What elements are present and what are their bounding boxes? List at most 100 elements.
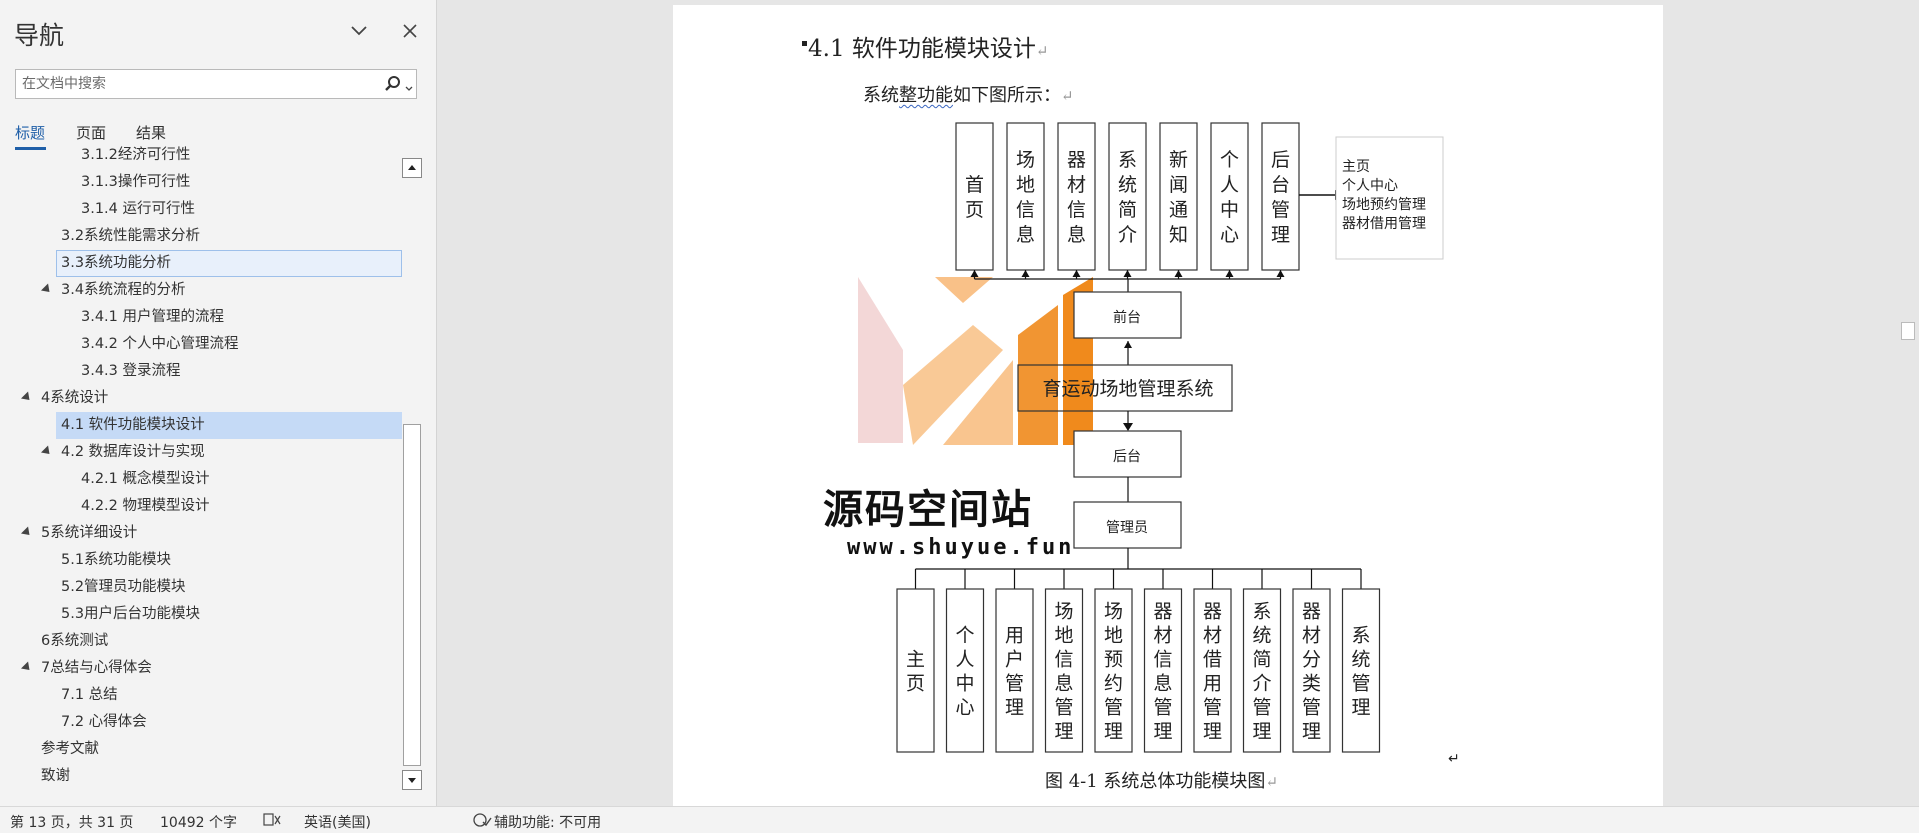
bottom-module-label: 借	[1203, 649, 1222, 671]
scroll-down-button[interactable]	[402, 770, 422, 790]
search-options-chevron-icon[interactable]	[404, 79, 414, 91]
search-icon[interactable]	[384, 75, 402, 93]
nav-tree-item[interactable]: 3.1.2经济可行性	[0, 142, 402, 169]
word-count[interactable]: 10492 个字	[160, 815, 237, 831]
nav-tree-item-label: 3.1.4 运行可行性	[81, 201, 196, 217]
close-icon[interactable]	[397, 18, 423, 44]
vertical-ruler-marker[interactable]	[1901, 322, 1915, 340]
nav-tree-item[interactable]: 4系统设计	[0, 385, 402, 412]
bottom-module-label: 信	[1153, 649, 1172, 671]
document-page[interactable]: 4.1 软件功能模块设计↵ 系统整功能如下图所示：↵ 首页场地信息器材信息系统简…	[673, 5, 1663, 806]
nav-tree-item-label: 参考文献	[41, 741, 99, 757]
nav-tree-item[interactable]: 3.1.4 运行可行性	[0, 196, 402, 223]
bottom-module-label: 统	[1351, 649, 1370, 671]
nav-tree-item[interactable]: 5.1系统功能模块	[0, 547, 402, 574]
nav-tree-item[interactable]: 7.1 总结	[0, 682, 402, 709]
nav-tree-item[interactable]: 5系统详细设计	[0, 520, 402, 547]
bottom-module-label: 系	[1252, 601, 1271, 623]
expand-toggle-icon[interactable]	[20, 661, 34, 674]
section-heading-text: 4.1 软件功能模块设计	[808, 36, 1036, 62]
nav-tree-item-label: 5.1系统功能模块	[61, 552, 172, 568]
nav-tree-item[interactable]: 4.2 数据库设计与实现	[0, 439, 402, 466]
hover-item-highlight	[56, 250, 402, 277]
watermark-logo-shape	[858, 277, 903, 443]
bottom-module-box	[995, 588, 1034, 753]
nav-tree-item[interactable]: 3.2系统性能需求分析	[0, 223, 402, 250]
nav-tree-item-label: 6系统测试	[41, 633, 109, 649]
bottom-module-box	[1143, 588, 1183, 753]
tab-results[interactable]: 结果	[136, 124, 167, 142]
bottom-module-label: 材	[1203, 625, 1222, 647]
top-module-label: 器	[1067, 149, 1086, 171]
top-module-label: 知	[1169, 224, 1188, 246]
nav-tree-item[interactable]: 3.1.3操作可行性	[0, 169, 402, 196]
search-box	[15, 69, 417, 99]
paragraph-mark: ↵	[1035, 42, 1049, 60]
nav-title: 导航	[14, 21, 65, 50]
nav-tree-item-label: 7.2 心得体会	[61, 714, 147, 730]
tab-headings[interactable]: 标题	[15, 124, 46, 142]
top-module-label: 简	[1118, 199, 1137, 221]
nav-tree-item-label: 5.2管理员功能模块	[61, 579, 186, 595]
expand-toggle-icon[interactable]	[20, 391, 34, 404]
nav-tree-item[interactable]: 5.3用户后台功能模块	[0, 601, 402, 628]
bottom-module-label: 管	[1153, 697, 1172, 719]
search-input[interactable]	[22, 73, 362, 95]
submenu-item: 个人中心	[1342, 178, 1398, 194]
watermark-text: 源码空间站	[823, 487, 1033, 533]
top-module-label: 地	[1016, 174, 1035, 196]
nav-tree-item[interactable]: 3.4.2 个人中心管理流程	[0, 331, 402, 358]
nav-tree-item[interactable]: 5.2管理员功能模块	[0, 574, 402, 601]
tree-scrollbar[interactable]	[402, 158, 422, 790]
top-module-label: 后	[1271, 149, 1290, 171]
expand-toggle-icon[interactable]	[40, 445, 54, 458]
page-count[interactable]: 第 13 页，共 31 页	[10, 815, 134, 831]
bottom-module-box	[1044, 588, 1084, 753]
top-module-label: 通	[1169, 199, 1188, 221]
nav-tree-item[interactable]: 7.2 心得体会	[0, 709, 402, 736]
bottom-module-label: 约	[1104, 673, 1123, 695]
nav-tree-item[interactable]: 4.1 软件功能模块设计	[0, 412, 402, 439]
nav-tree-item[interactable]: 3.3系统功能分析	[0, 250, 402, 277]
nav-tree-item[interactable]: 参考文献	[0, 736, 402, 763]
bottom-module-label: 管	[1005, 673, 1024, 695]
bottom-module-box	[1193, 588, 1232, 753]
bottom-module-label: 管	[1104, 697, 1123, 719]
nav-tree-item[interactable]: 致谢	[0, 763, 402, 790]
bottom-module-label: 理	[1054, 721, 1073, 743]
nav-tree-item-label: 致谢	[41, 768, 70, 784]
nav-tree-item[interactable]: 3.4系统流程的分析	[0, 277, 402, 304]
nav-tree-item-label: 4.2.2 物理模型设计	[81, 498, 210, 514]
nav-tree-item[interactable]: 3.4.1 用户管理的流程	[0, 304, 402, 331]
accessibility-status[interactable]: 辅助功能: 不可用	[494, 815, 602, 831]
nav-tree-item-label: 3.3系统功能分析	[61, 255, 172, 271]
nav-tree-item[interactable]: 6系统测试	[0, 628, 402, 655]
nav-tree-item[interactable]: 7总结与心得体会	[0, 655, 402, 682]
nav-tree-item[interactable]: 4.2.1 概念模型设计	[0, 466, 402, 493]
top-module-label: 人	[1220, 174, 1239, 196]
nav-options-chevron-icon[interactable]	[346, 18, 372, 44]
bottom-module-label: 管	[1351, 673, 1370, 695]
top-module-label: 新	[1169, 149, 1188, 171]
expand-toggle-icon[interactable]	[40, 283, 54, 296]
top-module-box	[1261, 122, 1300, 271]
bottom-module-label: 系	[1351, 625, 1370, 647]
accessibility-icon[interactable]	[472, 812, 492, 832]
top-module-label: 理	[1271, 224, 1290, 246]
system-label: 育运动场地管理系统	[1042, 378, 1213, 400]
tab-pages[interactable]: 页面	[76, 124, 107, 142]
language-indicator[interactable]: 英语(美国)	[304, 815, 371, 831]
nav-tree-item[interactable]: 4.2.2 物理模型设计	[0, 493, 402, 520]
scroll-up-button[interactable]	[402, 158, 422, 178]
nav-tree-item[interactable]: 3.4.3 登录流程	[0, 358, 402, 385]
bottom-module-label: 理	[1153, 721, 1172, 743]
proofing-icon[interactable]	[263, 812, 281, 832]
nav-tree-item-label: 4.2 数据库设计与实现	[61, 444, 205, 460]
paragraph-mark: ↵	[1448, 751, 1460, 767]
bottom-module-label: 管	[1054, 697, 1073, 719]
scroll-thumb[interactable]	[403, 424, 421, 766]
figure-caption-text: 图 4-1 系统总体功能模块图	[1045, 771, 1266, 792]
expand-toggle-icon[interactable]	[20, 526, 34, 539]
nav-tree-item-label: 4.1 软件功能模块设计	[61, 417, 205, 433]
top-module-box	[1108, 122, 1147, 271]
